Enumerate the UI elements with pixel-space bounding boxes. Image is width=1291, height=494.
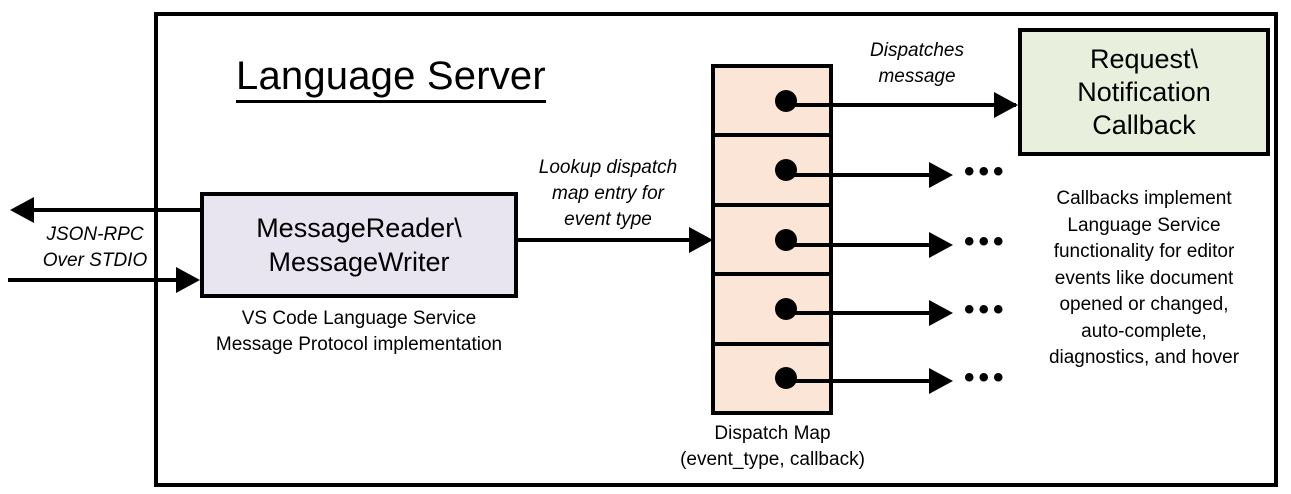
callback-description-line: auto-complete, (1081, 320, 1207, 342)
lookup-annotation-line3: event type (564, 209, 652, 230)
lookup-annotation-line2: map entry for (552, 183, 664, 204)
ellipsis-row5: ••• (964, 361, 1008, 394)
language-server-boundary (154, 12, 1278, 487)
dispatch-map-caption: Dispatch Map (event_type, callback) (645, 421, 900, 473)
dispatches-message-annotation: Dispatches message (833, 38, 1001, 90)
callback-pointer-dot (775, 89, 797, 112)
table-row[interactable] (715, 206, 829, 277)
dispatch-row2-line (780, 173, 937, 177)
callback-description-line: opened or changed, (1059, 294, 1229, 315)
dispatch-message-line (780, 103, 1016, 107)
lookup-dispatch-annotation: Lookup dispatch map entry for event type (516, 155, 700, 233)
message-writer-label: MessageWriter (268, 247, 450, 277)
page-title: Language Server (236, 52, 576, 103)
dispatches-annotation-line2: message (878, 66, 956, 87)
table-row[interactable] (715, 276, 829, 346)
dispatch-row3-arrowhead (929, 232, 953, 258)
dispatches-annotation-line1: Dispatches (870, 40, 964, 61)
callback-description-line: diagnostics, and hover (1048, 347, 1240, 368)
dispatch-row4-arrowhead (929, 300, 953, 326)
outbound-rpc-arrowhead (10, 197, 34, 223)
jsonrpc-annotation: JSON-RPC Over STDIO (20, 222, 170, 274)
callback-description-line: Callbacks implement (1056, 188, 1232, 209)
inbound-rpc-line (8, 278, 188, 282)
callback-pointer-dot (775, 367, 797, 390)
dispatch-map-caption-line1: Dispatch Map (714, 423, 831, 444)
callback-label-line2: Notification (1077, 76, 1211, 107)
ellipsis-row3: ••• (964, 225, 1008, 258)
dispatch-map-caption-line2: (event_type, callback) (680, 449, 865, 470)
dispatch-row4-line (780, 311, 937, 315)
dispatch-row2-arrowhead (929, 162, 953, 188)
callback-pointer-dot (775, 297, 797, 320)
callback-description-line: functionality for editor (1053, 241, 1235, 262)
message-reader-writer-caption: VS Code Language Service Message Protoco… (186, 306, 532, 358)
table-row[interactable] (715, 345, 829, 412)
dispatch-row3-line (780, 243, 937, 247)
jsonrpc-annotation-line2: Over STDIO (42, 250, 148, 271)
ellipsis-row2: ••• (964, 155, 1008, 188)
callback-pointer-dot (775, 228, 797, 251)
ellipsis-row4: ••• (964, 293, 1008, 326)
table-row[interactable] (715, 68, 829, 138)
message-reader-writer-box[interactable]: MessageReader\ MessageWriter (200, 192, 518, 298)
callback-label-line1: Request\ (1089, 43, 1199, 74)
message-reader-label: MessageReader\ (256, 213, 462, 243)
callback-label-line3: Callback (1092, 109, 1196, 140)
lookup-dispatch-arrowhead (689, 227, 713, 253)
page-title-text: Language Server (236, 54, 546, 103)
callback-pointer-dot (775, 159, 797, 182)
callback-description-line: events like document (1054, 267, 1234, 289)
lookup-dispatch-line (518, 238, 693, 242)
table-row[interactable] (715, 137, 829, 207)
lookup-annotation-line1: Lookup dispatch (538, 157, 678, 178)
jsonrpc-annotation-line1: JSON-RPC (46, 224, 144, 245)
request-notification-callback-box[interactable]: Request\ Notification Callback (1018, 28, 1270, 156)
callback-description-line: Language Service (1067, 214, 1221, 236)
dispatch-map-table[interactable] (711, 64, 833, 415)
message-reader-writer-caption-line1: VS Code Language Service (241, 308, 477, 329)
dispatch-row5-arrowhead (929, 368, 953, 394)
callback-description: Callbacks implement Language Service fun… (1004, 186, 1284, 372)
dispatch-row5-line (780, 379, 937, 383)
dispatch-message-arrowhead (994, 92, 1018, 118)
message-reader-writer-caption-line2: Message Protocol implementation (215, 334, 503, 355)
inbound-rpc-arrowhead (176, 267, 200, 293)
